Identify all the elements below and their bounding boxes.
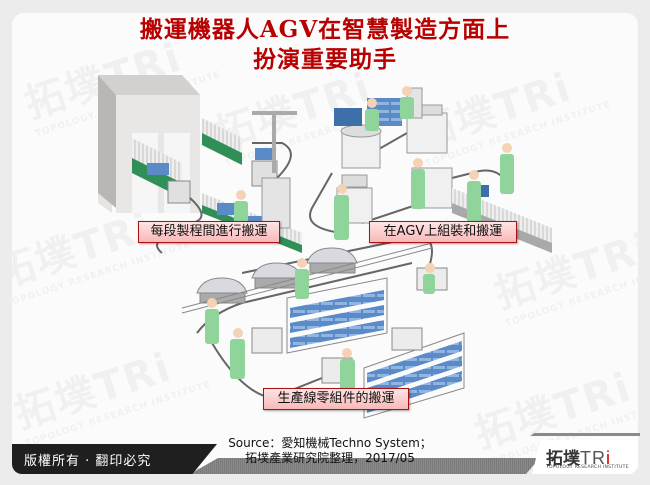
tri-logo: 拓墣TRi <box>546 444 611 469</box>
callout-label-assembly-on-agv: 在AGV上組裝和搬運 <box>369 221 517 243</box>
logo-i-text: i <box>606 448 611 468</box>
logo-tr-text: TR <box>580 448 606 468</box>
callout-label-inter-process: 每段製程間進行搬運 <box>138 221 280 243</box>
title-line-2: 扮演重要助手 <box>253 46 397 73</box>
slide-title: 搬運機器人AGV在智慧製造方面上 扮演重要助手 <box>12 15 638 75</box>
footer-logo-box <box>532 440 638 474</box>
worker-icon <box>205 86 514 399</box>
source-line-2: 拓墣產業研究院整理，2017/05 <box>245 451 415 465</box>
footer-bar <box>190 458 540 474</box>
logo-subtitle: TOPOLOGY RESEARCH INSTITUTE <box>546 465 629 470</box>
logo-cn-text: 拓墣 <box>546 449 580 469</box>
callout-label-parts-transport: 生產線零組件的搬運 <box>263 388 409 410</box>
footer-logo-border <box>530 433 640 436</box>
copyright-text: 版權所有 · 翻印必究 <box>24 454 152 469</box>
source-citation: Source：愛知機械Techno System； 拓墣產業研究院整理，2017… <box>210 436 450 466</box>
source-line-1: Source：愛知機械Techno System； <box>228 436 432 450</box>
copyright-banner: 版權所有 · 翻印必究 <box>12 444 217 474</box>
title-line-1: 搬運機器人AGV在智慧製造方面上 <box>139 16 511 43</box>
